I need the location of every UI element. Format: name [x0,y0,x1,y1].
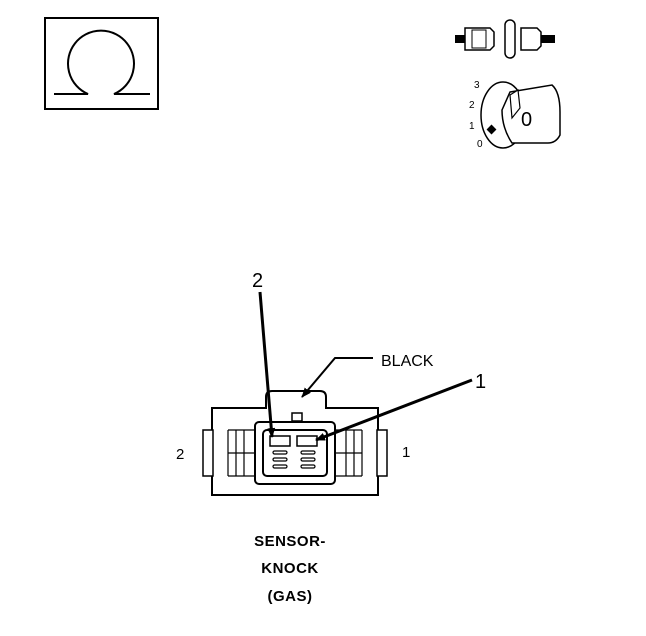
ignition-key-icon [455,19,561,149]
ignition-position-1: 1 [469,121,475,132]
black-color-leader [301,357,373,398]
terminal-cavities [269,435,318,469]
caption-line-2: KNOCK [261,560,319,577]
ignition-position-0: 0 [477,139,483,150]
pin-2-leader [258,291,276,438]
pin-2-callout: 2 [252,270,263,292]
ignition-position-2: 2 [469,100,475,111]
ignition-position-3: 3 [474,80,480,91]
connector-side-label-right: 1 [402,444,410,461]
connector-housing [202,390,388,496]
ignition-key-label: 0 [521,109,532,131]
ohm-icon [44,17,159,110]
caption-line-3: (GAS) [267,588,313,605]
caption-line-1: SENSOR- [254,533,326,550]
pin-1-leader [315,378,473,442]
pin-1-callout: 1 [475,371,486,393]
connector-color-label: BLACK [381,353,434,370]
connector-side-label-left: 2 [176,446,184,463]
